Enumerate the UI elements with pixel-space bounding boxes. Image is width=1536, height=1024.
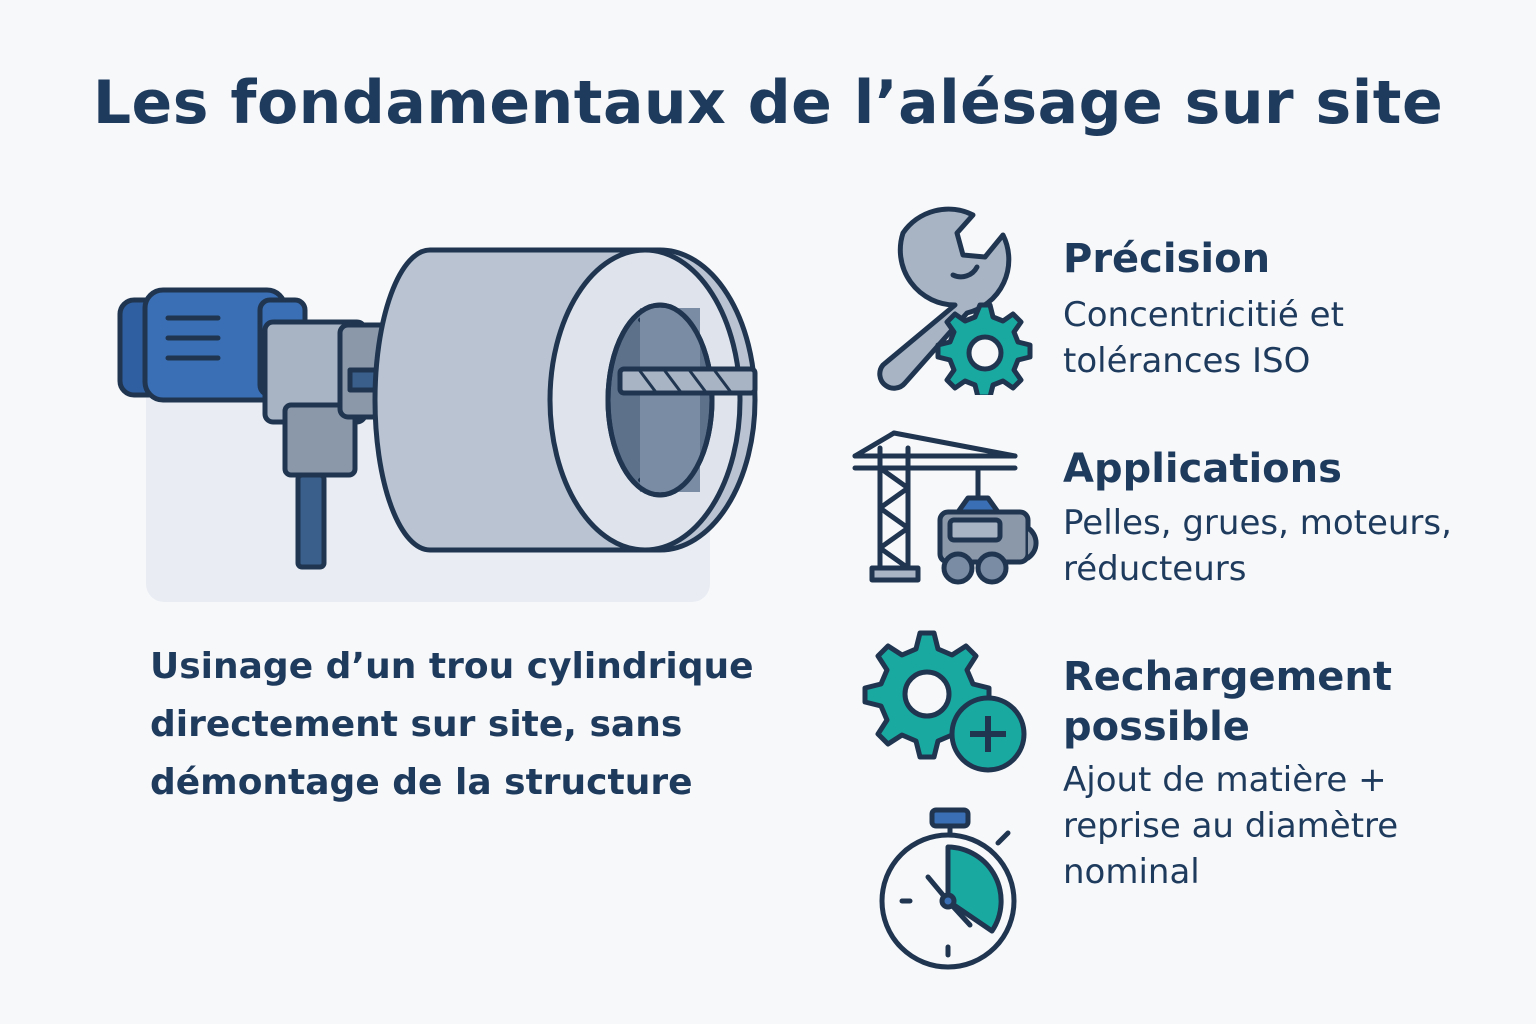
desc-line: Pelles, grues, moteurs, bbox=[1063, 503, 1452, 543]
desc-line: nominal bbox=[1063, 852, 1200, 892]
workpiece-cylinder bbox=[372, 247, 758, 553]
boring-bar bbox=[617, 366, 758, 396]
boring-machine-illustration bbox=[117, 247, 758, 570]
feature-desc-rechargement: Ajout de matière + reprise au diamètre n… bbox=[1063, 757, 1503, 895]
desc-line: Concentricitié et bbox=[1063, 295, 1344, 335]
caption-line: directement sur site, sans bbox=[150, 704, 683, 745]
feature-desc-precision: Concentricitié et tolérances ISO bbox=[1063, 292, 1503, 384]
desc-line: reprise au diamètre bbox=[1063, 806, 1399, 846]
desc-line: réducteurs bbox=[1063, 549, 1247, 589]
feature-title-applications: Applications bbox=[1063, 446, 1342, 492]
hero-caption: Usinage d’un trou cylindrique directemen… bbox=[150, 638, 850, 812]
title-line: possible bbox=[1063, 704, 1250, 750]
stopwatch-icon bbox=[879, 807, 1017, 970]
feature-title-precision: Précision bbox=[1063, 236, 1271, 282]
crane-vehicle-icon bbox=[852, 430, 1039, 585]
desc-line: tolérances ISO bbox=[1063, 341, 1311, 381]
page-title: Les fondamentaux de l’alésage sur site bbox=[92, 68, 1444, 138]
wrench-gear-icon bbox=[877, 206, 1033, 395]
caption-line: démontage de la structure bbox=[150, 762, 693, 803]
feature-desc-applications: Pelles, grues, moteurs, réducteurs bbox=[1063, 500, 1503, 592]
desc-line: Ajout de matière + bbox=[1063, 760, 1387, 800]
gear-plus-icon bbox=[862, 630, 1027, 773]
title-line: Rechargement bbox=[1063, 654, 1393, 700]
caption-line: Usinage d’un trou cylindrique bbox=[150, 646, 754, 687]
feature-title-rechargement: Rechargement possible bbox=[1063, 652, 1523, 752]
